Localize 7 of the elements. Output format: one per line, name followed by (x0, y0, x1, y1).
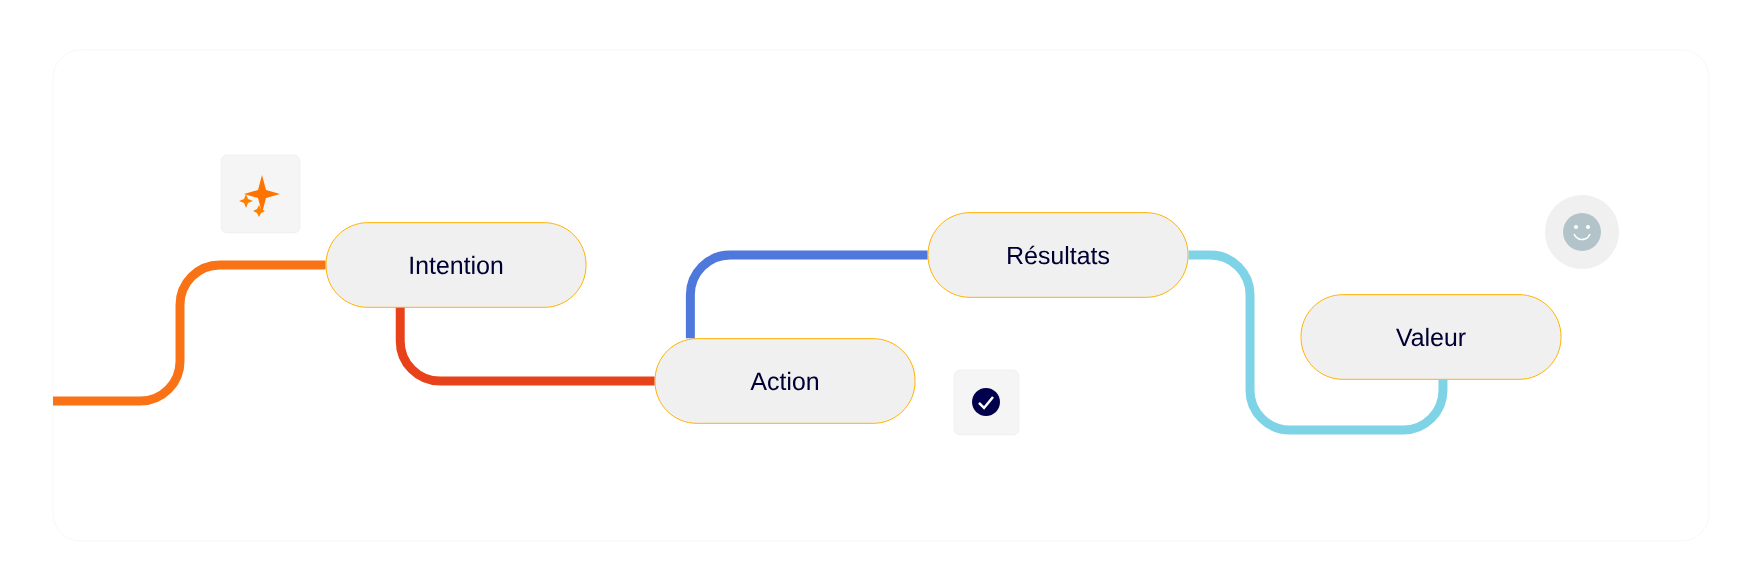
pill-box: Résultats (927, 212, 1189, 298)
pill-box: Intention (325, 222, 587, 308)
connector-line (53, 260, 326, 406)
connector-line (395, 307, 655, 386)
connector-line (685, 250, 928, 339)
pill-box: Valeur (1300, 294, 1562, 380)
pill-box: Action (654, 338, 916, 424)
